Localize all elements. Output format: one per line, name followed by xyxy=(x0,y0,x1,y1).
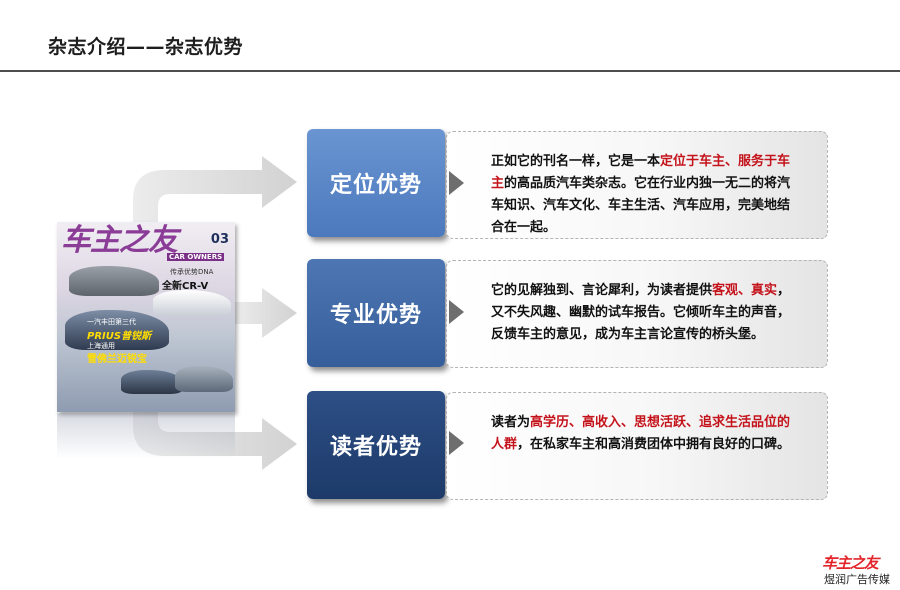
cover-tagline: CAR OWNERS xyxy=(167,253,225,261)
footer-company: 煜润广告传媒 xyxy=(824,573,890,586)
cover-headline: PRIUS普锐斯 xyxy=(87,331,152,342)
description-text: 它的见解独到、言论犀利，为读者提供 xyxy=(491,283,713,298)
cover-headline: 上海通用 xyxy=(87,342,115,350)
cover-headline: 一汽丰田第三代 xyxy=(87,318,136,326)
description-text: 的高品质汽车类杂志。它在行业内独一无二的将汽车知识、汽车文化、车主生活、汽车应用… xyxy=(491,176,791,235)
title-divider xyxy=(0,70,900,72)
description-text: ，又不失风趣、幽默的试车报告。它倾听车主的声音，反馈车主的意见，成为车主言论宣传… xyxy=(491,283,791,342)
arrow-top-icon xyxy=(133,156,297,225)
brand-logo: 车主之友 xyxy=(822,554,879,572)
advantage-description-positioning: 正如它的刊名一样，它是一本定位于车主、服务于车主的高品质汽车类杂志。它在行业内独… xyxy=(446,131,828,239)
car-image xyxy=(153,290,231,316)
description-text: 正如它的刊名一样，它是一本 xyxy=(491,154,661,169)
advantage-block-positioning: 定位优势 xyxy=(307,129,445,237)
car-image xyxy=(121,370,183,394)
page-title: 杂志介绍——杂志优势 xyxy=(48,36,244,58)
description-highlight: 定位于车主、服务于车主 xyxy=(491,154,791,191)
arrow-middle-icon xyxy=(235,288,297,338)
advantage-block-readers: 读者优势 xyxy=(307,391,445,499)
cover-headline: 雪佛兰迈锐宝 xyxy=(87,354,147,365)
advantage-description-professional: 它的见解独到、言论犀利，为读者提供客观、真实，又不失风趣、幽默的试车报告。它倾听… xyxy=(446,260,828,368)
arrow-bottom-icon xyxy=(133,412,297,470)
pointer-triangle-icon xyxy=(449,171,464,195)
cover-headline: 全新CR-V xyxy=(162,281,209,292)
pointer-triangle-icon xyxy=(449,300,464,324)
cover-masthead: 车主之友 xyxy=(61,223,178,258)
cover-reflection xyxy=(57,413,235,459)
description-text: ，在私家车主和高消费团体中拥有良好的口碑。 xyxy=(517,437,791,452)
description-highlight: 客观、真实 xyxy=(712,283,778,298)
magazine-cover: 车主之友 03 CAR OWNERS 传承优势DNA 全新CR-V 一汽丰田第三… xyxy=(57,222,235,412)
advantage-block-professional: 专业优势 xyxy=(307,259,445,367)
description-highlight: 高学历、高收入、思想活跃、追求生活品位的人群 xyxy=(491,415,791,452)
cover-issue-number: 03 xyxy=(210,232,229,247)
car-image xyxy=(69,266,159,296)
advantage-description-readers: 读者为高学历、高收入、思想活跃、追求生活品位的人群，在私家车主和高消费团体中拥有… xyxy=(446,392,828,500)
car-image xyxy=(175,366,233,392)
car-image xyxy=(65,310,169,350)
description-text: 读者为 xyxy=(491,415,531,430)
cover-headline: 传承优势DNA xyxy=(170,268,214,276)
pointer-triangle-icon xyxy=(449,431,464,455)
